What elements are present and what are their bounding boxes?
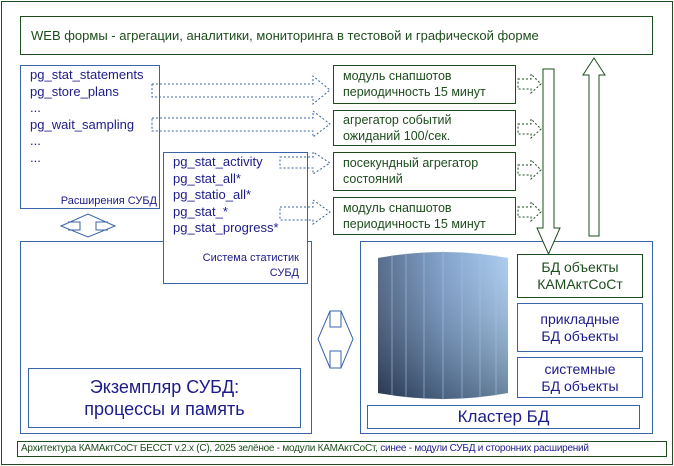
kamaktsost-objects-box: БД объекты КАМАктСоСт <box>517 254 643 298</box>
module-snapshots-2: модуль снапшотов периодичность 15 минут <box>333 197 516 235</box>
extension-item: pg_stat_statements <box>30 67 144 82</box>
cluster-label-box: Кластер БД <box>367 405 640 429</box>
statistics-box: pg_stat_activity pg_stat_all* pg_statio_… <box>163 152 308 284</box>
dashed-arrow-module-2 <box>517 117 542 140</box>
object-line1: прикладные <box>540 310 620 327</box>
instance-line2: процессы и память <box>84 399 245 419</box>
up-arrow-icon <box>582 57 606 237</box>
web-forms-title: WEB формы - агрегации, аналитики, монито… <box>31 28 539 43</box>
dashed-arrow-stat <box>279 199 331 225</box>
statistics-label: Система статистик СУБД <box>203 251 299 281</box>
dashed-arrow-statements <box>151 74 331 106</box>
extension-item: ... <box>30 133 41 148</box>
statistics-item: pg_stat_activity <box>173 154 263 169</box>
module-line2: периодичность 15 минут <box>343 217 486 231</box>
object-line1: системные <box>544 360 616 377</box>
database-cylinder-icon <box>378 251 508 400</box>
statistics-item: pg_statio_all* <box>173 187 252 202</box>
instance-line1: Экземпляр СУБД: <box>89 377 240 397</box>
extensions-label: Расширения СУБД <box>60 195 157 207</box>
statistics-item: pg_stat_all* <box>173 170 241 186</box>
bidirectional-arrow-horizontal-icon <box>59 213 117 238</box>
statistics-item: pg_stat_* <box>173 203 228 219</box>
cluster-box <box>360 241 653 434</box>
statistics-label-line1: Система статистик <box>202 252 299 264</box>
instance-label-box: Экземпляр СУБД: процессы и память <box>28 368 301 428</box>
extension-item: pg_store_plans <box>30 83 119 99</box>
statistics-label-line2: СУБД <box>269 267 299 279</box>
web-forms-box: WEB формы - агрегации, аналитики, монито… <box>20 16 653 55</box>
footer-green-text: Архитектура КАМАктСоСт БЕССТ v.2.x (C), … <box>21 443 378 454</box>
dashed-arrow-activity <box>279 151 331 175</box>
bidirectional-arrow-vertical-icon <box>317 310 354 369</box>
module-line1: модуль снапшотов <box>343 201 452 215</box>
object-line2: БД объекты <box>541 377 619 394</box>
cluster-label: Кластер БД <box>457 407 550 426</box>
module-line1: модуль снапшотов <box>343 69 452 83</box>
module-line1: агрегатор событий <box>343 113 452 127</box>
dashed-arrow-wait-sampling <box>151 109 331 139</box>
module-wait-aggregator: агрегатор событий ожиданий 100/сек. <box>333 110 516 146</box>
extension-item: pg_wait_sampling <box>30 116 135 132</box>
dashed-arrow-module-1 <box>517 72 542 95</box>
extension-item: ... <box>30 100 41 115</box>
statistics-item: pg_stat_progress* <box>173 220 279 235</box>
module-line2: периодичность 15 минут <box>343 85 486 99</box>
dashed-arrow-module-3 <box>517 158 542 181</box>
footer-legend: Архитектура КАМАктСоСт БЕССТ v.2.x (C), … <box>17 441 667 457</box>
object-line2: БД объекты <box>541 327 619 344</box>
dashed-arrow-module-4 <box>517 200 542 223</box>
footer-blue-text: синее - модули СУБД и сторонних расширен… <box>377 443 589 454</box>
extension-item: ... <box>30 149 41 165</box>
down-arrow-icon <box>536 68 561 256</box>
module-line2: состояний <box>343 172 403 186</box>
extensions-box: pg_stat_statements pg_store_plans ... pg… <box>20 65 160 209</box>
module-snapshots-1: модуль снапшотов периодичность 15 минут <box>333 65 516 104</box>
application-objects-box: прикладные БД объекты <box>517 303 643 352</box>
object-line1: БД объекты <box>541 259 619 275</box>
system-objects-box: системные БД объекты <box>517 357 643 398</box>
object-line2: КАМАктСоСт <box>537 276 623 292</box>
module-line1: посекундный агрегатор <box>343 156 479 170</box>
module-state-aggregator: посекундный агрегатор состояний <box>333 152 516 191</box>
module-line2: ожиданий 100/сек. <box>343 129 451 143</box>
